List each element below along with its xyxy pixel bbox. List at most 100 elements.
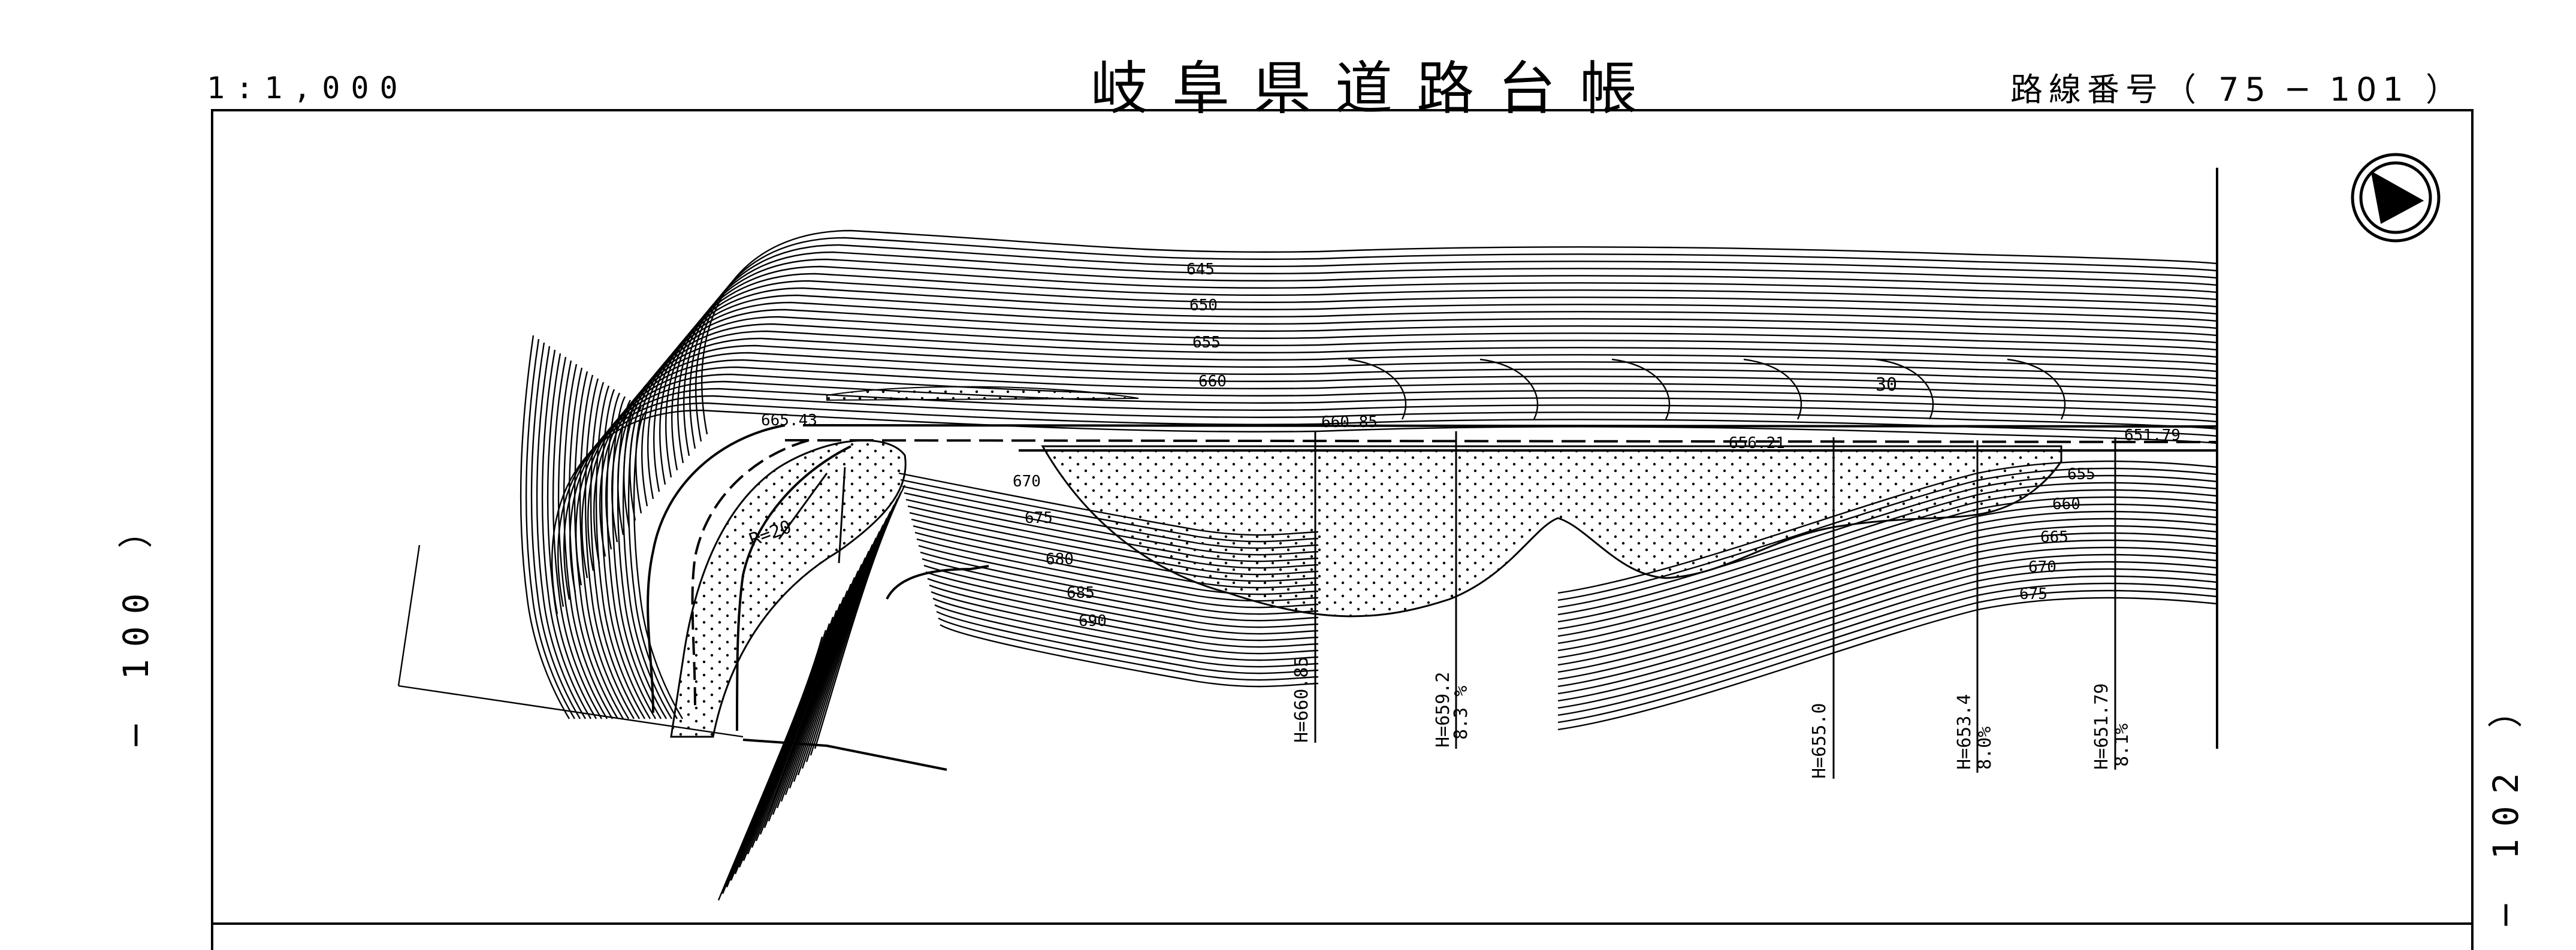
- station-height-label: H=659.2: [1433, 672, 1454, 748]
- contour-line: [584, 378, 635, 719]
- contour-line: [936, 610, 1319, 674]
- fill-area-main: [1041, 445, 2062, 618]
- contour-line: [695, 237, 2218, 442]
- contour-line: [734, 610, 838, 875]
- contour-line: [606, 392, 657, 719]
- contour-line: [599, 352, 2218, 557]
- contour-line: [573, 371, 624, 719]
- station-grade-label: 8.0%: [1974, 727, 1995, 770]
- contour-line: [730, 616, 834, 881]
- elevation-label: 680: [1046, 550, 1074, 568]
- contour-line: [563, 395, 2218, 600]
- station-grade-label: 8.3 %: [1451, 686, 1472, 740]
- contour-line: [929, 584, 1319, 648]
- frame-divider: [211, 922, 2471, 925]
- contour-line: [683, 251, 2218, 456]
- contour-line: [759, 570, 859, 835]
- contour-line: [653, 287, 2218, 492]
- station-lines: [778, 431, 2116, 779]
- contour-line: [2007, 358, 2066, 420]
- station-height-label: H=651.79: [2091, 683, 2112, 770]
- contour-line: [938, 617, 1319, 681]
- contour-line: [587, 366, 2218, 571]
- contour-line: [536, 346, 587, 719]
- contour-line: [738, 603, 841, 868]
- fill-area-curve: [670, 439, 907, 738]
- contour-line: [557, 360, 608, 719]
- elevation-label: 665.43: [761, 412, 817, 429]
- contour-line: [747, 590, 848, 855]
- contour-line: [931, 591, 1319, 655]
- station-height-label: H=660.85: [1291, 656, 1312, 743]
- contour-line: [617, 400, 668, 719]
- contour-line: [541, 349, 592, 719]
- contour-line: [1557, 575, 2218, 709]
- contour-line: [665, 273, 2218, 478]
- contour-line: [1875, 358, 1934, 420]
- contour-line: [927, 577, 1319, 642]
- contour-line: [617, 330, 2218, 535]
- contour-line: [763, 564, 863, 828]
- fill-area-strip: [826, 386, 1139, 401]
- contour-line: [520, 335, 570, 719]
- contour-line: [1557, 561, 2218, 695]
- contour-line: [925, 571, 1319, 635]
- map-scale: 1:1,000: [207, 71, 409, 105]
- contour-line: [1557, 539, 2218, 673]
- contour-line: [611, 396, 662, 719]
- contour-line: [641, 301, 2218, 507]
- route-number: 路線番号（ 75 ─ 101 ）: [2010, 71, 2464, 108]
- contour-line: [742, 597, 845, 861]
- road-outline: [647, 168, 2218, 771]
- contour-line: [595, 385, 646, 719]
- elevation-labels: 645 650 655 660 665.43 660.85 656.21 651…: [747, 261, 2181, 630]
- contour-line: [689, 244, 2218, 449]
- contour-line: [1557, 589, 2218, 724]
- contour-line: [1743, 358, 1802, 420]
- contour-line: [784, 531, 881, 795]
- contour-line: [623, 323, 2218, 528]
- elevation-label: 655: [2067, 465, 2095, 483]
- contour-line: [590, 382, 641, 719]
- contour-line: [1557, 553, 2218, 688]
- contour-line: [1557, 597, 2218, 731]
- contour-line: [768, 557, 866, 822]
- elevation-label: 660: [2052, 495, 2080, 513]
- contour-line: [1557, 525, 2218, 659]
- contour-line: [776, 544, 874, 809]
- contour-line: [780, 537, 877, 802]
- contour-line: [1557, 510, 2218, 645]
- contour-line: [677, 258, 2218, 464]
- elevation-label: 670: [2028, 558, 2056, 576]
- contour-line: [932, 597, 1319, 661]
- contour-line: [600, 389, 651, 719]
- elevation-label: 655: [1192, 334, 1221, 352]
- contour-line: [569, 388, 2218, 593]
- contour-line: [922, 558, 1319, 622]
- contour-line: [726, 623, 831, 888]
- contour-line: [551, 409, 2218, 615]
- contour-line: [755, 577, 856, 842]
- contour-line: [579, 374, 630, 719]
- elevation-label: 656.21: [1729, 434, 1785, 452]
- contour-line: [627, 407, 678, 719]
- contour-line: [1348, 358, 1407, 420]
- contour-line: [633, 410, 684, 719]
- station-height-label: H=653.4: [1954, 694, 1975, 770]
- station-height-label: H=655.0: [1809, 703, 1830, 779]
- contour-line: [552, 356, 603, 719]
- station-labels: H=660.85 H=659.2 8.3 % H=655.0 H=653.4 8…: [1291, 656, 2133, 779]
- contour-line: [635, 308, 2218, 514]
- contour-line: [940, 624, 1319, 688]
- contour-line: [1557, 503, 2218, 637]
- contour-lines: [397, 229, 2218, 901]
- contour-line: [575, 380, 2218, 586]
- contour-line: [611, 337, 2218, 543]
- contour-line: [605, 344, 2218, 550]
- contour-line: [1479, 358, 1539, 420]
- contour-line: [923, 564, 1319, 628]
- contour-line: [581, 373, 2218, 579]
- marker-label: 30: [1876, 374, 1897, 395]
- contour-line: [1557, 532, 2218, 666]
